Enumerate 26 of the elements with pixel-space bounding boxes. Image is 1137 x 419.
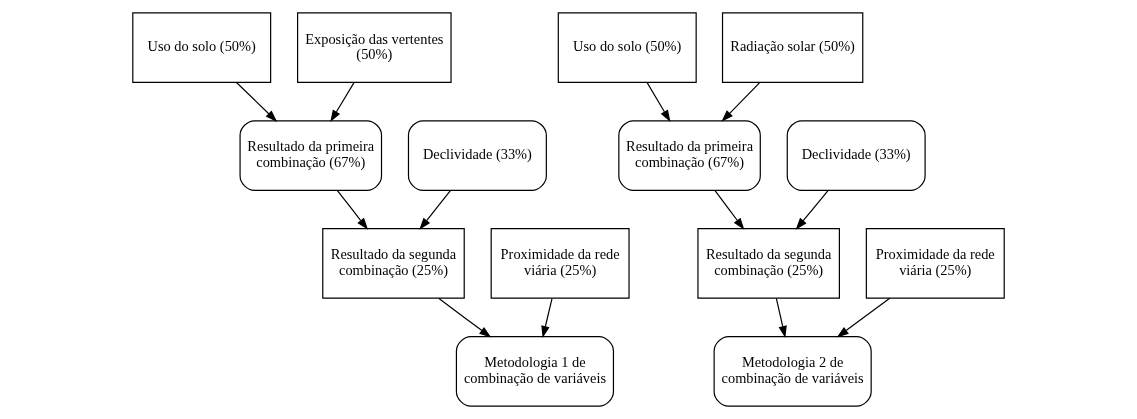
node-box: Metodologia 1 de combinação de variáveis [455,335,615,407]
node-box: Declividade (33%) [407,120,547,191]
arrow [721,82,761,122]
arrow [646,82,671,123]
node-box: Exposição das vertentes (50%) [297,12,452,84]
arrow [836,297,891,338]
node-box: Radiação solar (50%) [721,12,864,84]
arrow [235,81,278,122]
arrow [775,298,787,338]
arrow [714,190,745,230]
node-box: Uso do solo (50%) [132,12,272,84]
arrow [336,190,369,230]
arrow [541,298,553,338]
node-box: Resultado da primeira combinação (67%) [618,120,761,191]
node-box: Uso do solo (50%) [557,12,697,84]
arrow [330,82,355,123]
arrow [419,190,451,230]
node-box: Resultado da primeira combinação (67%) [239,120,383,191]
node-box: Metodologia 2 de combinação de variáveis [713,335,872,407]
node-box: Proximidade da rede viária (25%) [490,228,630,299]
node-box: Proximidade da rede viária (25%) [865,228,1005,299]
node-box: Resultado da segunda combinação (25%) [322,228,465,299]
node-box: Declividade (33%) [786,120,926,191]
node-box: Resultado da segunda combinação (25%) [697,228,840,299]
arrow [795,190,829,230]
arrow [438,297,492,338]
